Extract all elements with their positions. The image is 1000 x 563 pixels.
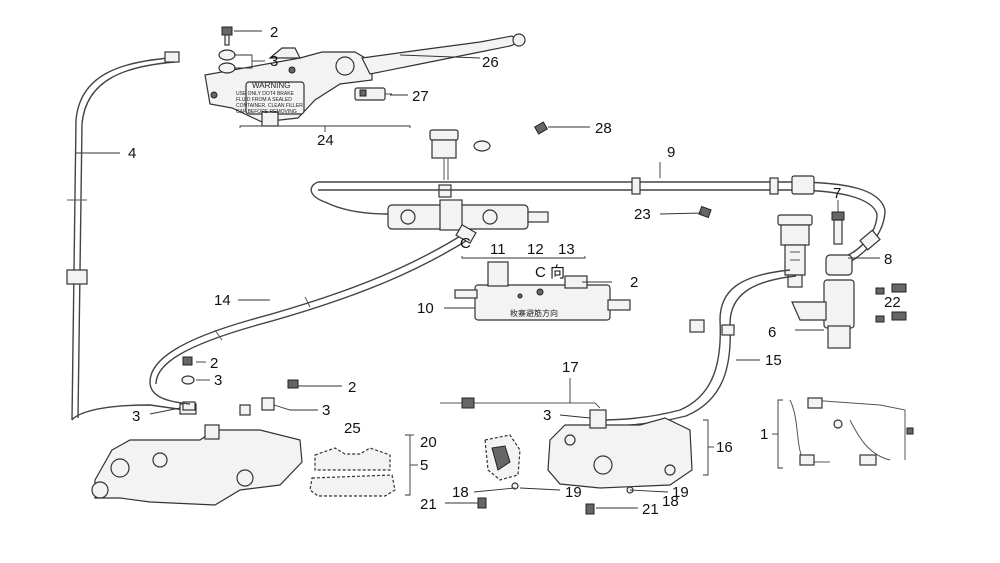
callout-19: 19 — [672, 484, 689, 501]
bracket-1 — [777, 399, 783, 469]
callout-27: 27 — [412, 88, 429, 105]
callout-6: 6 — [768, 324, 776, 341]
callout-3: 3 — [322, 402, 330, 419]
callout-numbers: 2 3 26 27 24 4 28 9 23 7 11 12 13 2 10 1… — [128, 24, 901, 518]
brake-lever — [361, 33, 526, 75]
callout-3: 3 — [214, 372, 222, 389]
callout-2: 2 — [348, 379, 356, 396]
callout-14: 14 — [214, 292, 231, 309]
bleed-fittings-front — [181, 356, 299, 416]
front-reservoir — [429, 129, 491, 198]
warning-line: CAP BEFORE REMOVING — [236, 109, 297, 115]
junction-block — [387, 199, 549, 245]
callout-19: 19 — [565, 484, 582, 501]
callout-17: 17 — [562, 359, 579, 376]
leader-lines — [76, 30, 880, 509]
brake-hose-15 — [599, 269, 797, 427]
callout-21: 21 — [420, 496, 437, 513]
callout-28: 28 — [595, 120, 612, 137]
view-direction: C 向 — [535, 264, 565, 281]
bracket-11-13 — [461, 256, 586, 259]
callout-18: 18 — [452, 484, 469, 501]
callout-2: 2 — [210, 355, 218, 372]
callout-22: 22 — [884, 294, 901, 311]
callout-18: 18 — [662, 493, 679, 510]
bracket-16 — [703, 419, 709, 476]
callout-9: 9 — [667, 144, 675, 161]
reservoir-bolt-23 — [698, 205, 712, 219]
warning-line: CONTAINER. CLEAN FILLER — [236, 103, 303, 109]
bolt-and-washer — [218, 26, 236, 74]
callout-12: 12 — [527, 241, 544, 258]
front-master-cylinder — [204, 47, 373, 127]
callout-13: 13 — [558, 241, 575, 258]
rear-reservoir — [777, 214, 813, 288]
callout-11: 11 — [490, 241, 506, 258]
callout-23: 23 — [634, 206, 651, 223]
bleed-screws — [477, 482, 634, 515]
sensor-wire-17 — [440, 397, 601, 409]
callout-5: 5 — [420, 457, 428, 474]
front-brake-hose — [66, 51, 197, 421]
callout-3: 3 — [543, 407, 551, 424]
front-brake-caliper — [91, 424, 303, 506]
callout-24: 24 — [317, 132, 334, 149]
brake-hose-9 — [310, 175, 886, 263]
valve-marking: 枚寨避筋方向 — [510, 308, 558, 318]
bracket-5 — [405, 434, 411, 496]
brake-light-switch — [354, 87, 392, 101]
callout-8: 8 — [884, 251, 892, 268]
overview-inset — [789, 397, 914, 466]
warning-title: WARNING — [252, 81, 290, 90]
warning-line: USE ONLY DOT4 BRAKE — [236, 91, 295, 97]
callout-7: 7 — [833, 185, 841, 202]
callout-20: 20 — [420, 434, 437, 451]
rear-brake-pads — [484, 434, 521, 481]
view-letter: C — [460, 235, 471, 252]
proportioning-valve — [454, 261, 631, 321]
rear-master-cylinder — [791, 211, 855, 349]
callout-1: 1 — [760, 426, 768, 443]
callout-3: 3 — [132, 408, 140, 425]
front-brake-pads — [309, 447, 396, 497]
brake-hose-14 — [149, 229, 475, 405]
callout-2: 2 — [630, 274, 638, 291]
warning-label: WARNING USE ONLY DOT4 BRAKE FLUID FROM A… — [236, 81, 303, 115]
callout-2: 2 — [270, 24, 278, 41]
callout-25: 25 — [344, 420, 361, 437]
warning-line: FLUID FROM A SEALED — [236, 97, 292, 103]
reservoir-bolt — [533, 121, 549, 135]
callout-16: 16 — [716, 439, 733, 456]
callout-21: 21 — [642, 501, 659, 518]
callout-26: 26 — [482, 54, 499, 71]
callout-4: 4 — [128, 145, 136, 162]
rear-brake-caliper — [547, 409, 693, 489]
callout-3: 3 — [270, 53, 278, 70]
mounting-bolts-22 — [875, 283, 907, 323]
callout-10: 10 — [417, 300, 434, 317]
callout-15: 15 — [765, 352, 782, 369]
